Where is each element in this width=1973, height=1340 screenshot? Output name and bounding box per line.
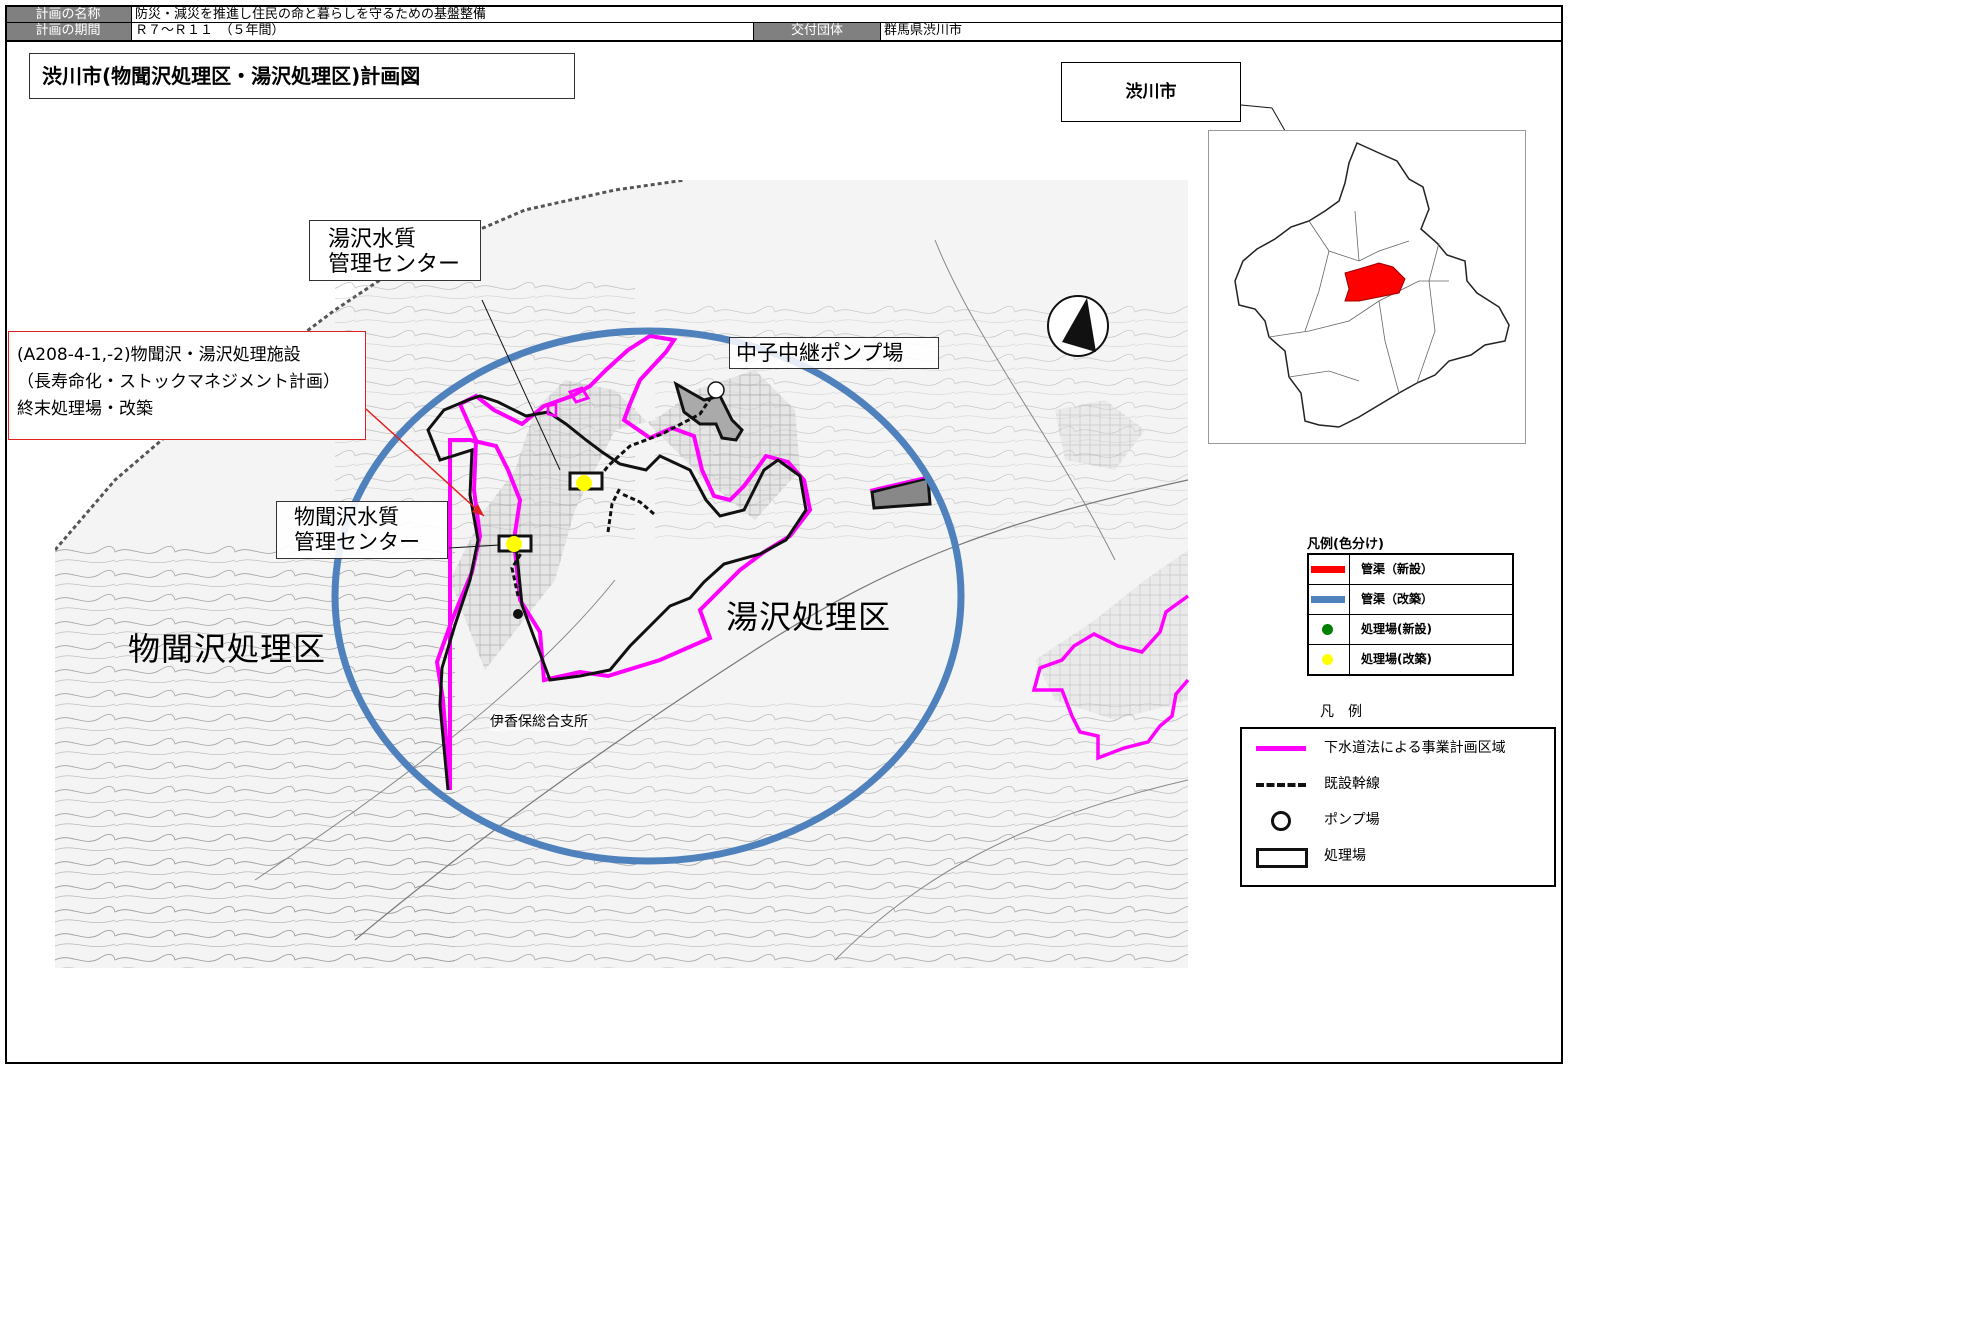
legend-row-treatment-plant: 処理場 <box>1242 841 1554 871</box>
legend-label-trunk-sewer: 既設幹線 <box>1324 776 1380 792</box>
legend-label-new-plant: 処理場(新設) <box>1361 622 1432 636</box>
legend-label-plan-area: 下水道法による事業計画区域 <box>1324 740 1506 756</box>
legend-label-new-pipe: 管渠（新設） <box>1361 562 1434 576</box>
monokikizawa-plant-renovation-dot <box>506 536 522 552</box>
shibukawa-highlight <box>1344 262 1406 302</box>
header-row-plan-period: 計画の期間 Ｒ７～Ｒ１１ （５年間） 交付団体 群馬県渋川市 <box>5 23 1563 42</box>
legend-row-trunk-sewer: 既設幹線 <box>1242 769 1554 799</box>
yuzawa-center-line1: 湯沢水質 <box>328 227 417 252</box>
legend-row-renovated-plant: 処理場(改築) <box>1309 645 1512 674</box>
new-pipe-swatch <box>1311 566 1345 573</box>
north-arrow-icon <box>1047 295 1109 357</box>
legend-label-renovated-pipe: 管渠（改築） <box>1361 592 1434 606</box>
facility-callout-line1: (A208-4-1,-2)物聞沢・湯沢処理施設 <box>17 345 301 365</box>
page-frame <box>5 5 1563 1064</box>
legend-label-pump-station: ポンプ場 <box>1324 812 1380 828</box>
pump-station-callout: 中子中継ポンプ場 <box>729 337 939 369</box>
inset-map-svg <box>1234 141 1510 428</box>
monokikizawa-area-label: 物聞沢処理区 <box>128 630 327 668</box>
grant-body-value: 群馬県渋川市 <box>884 23 963 38</box>
legend-row-new-plant: 処理場(新設) <box>1309 615 1512 645</box>
pump-station-marker <box>707 381 725 399</box>
yuzawa-center-line2: 管理センター <box>328 252 461 277</box>
trunk-sewer-dashed-swatch <box>1256 783 1306 787</box>
renovated-pipe-swatch <box>1311 596 1345 603</box>
renovated-plant-dot-icon <box>1322 654 1333 665</box>
monokikizawa-center-line1: 物聞沢水質 <box>294 505 399 529</box>
inset-location-map <box>1208 130 1526 444</box>
map-overlay-svg <box>331 104 1369 865</box>
legend-label-renovated-plant: 処理場(改築) <box>1361 652 1432 666</box>
plan-period-value: Ｒ７～Ｒ１１ （５年間） <box>135 23 285 38</box>
legend-row-plan-area: 下水道法による事業計画区域 <box>1242 733 1554 763</box>
sewer-area-outline <box>426 394 808 791</box>
symbol-legend: 下水道法による事業計画区域 既設幹線 ポンプ場 処理場 <box>1240 727 1556 887</box>
symbol-legend-title: 凡例 <box>1320 704 1376 720</box>
color-legend-table: 管渠（新設） 管渠（改築） 処理場(新設) 処理場(改築) <box>1307 553 1514 676</box>
plan-name-value: 防災・減災を推進し住民の命と暮らしを守るための基盤整備 <box>135 7 487 22</box>
legend-label-treatment-plant: 処理場 <box>1324 848 1366 864</box>
monokikizawa-center-line2: 管理センター <box>294 530 420 554</box>
yuzawa-plant-renovation-dot <box>576 475 592 491</box>
treatment-plant-rect-icon <box>1256 848 1308 868</box>
plan-page: 計画の名称 防災・減災を推進し住民の命と暮らしを守るための基盤整備 計画の期間 … <box>5 5 1563 1064</box>
color-legend-title: 凡例(色分け) <box>1307 537 1384 552</box>
plan-period-label: 計画の期間 <box>5 23 132 40</box>
topographic-map <box>55 180 1188 968</box>
color-legend: 凡例(色分け) 管渠（新設） 管渠（改築） 処理場(新設) 処理場(改築) <box>1307 537 1514 676</box>
map-base-svg <box>55 180 1188 968</box>
legend-row-pump-station: ポンプ場 <box>1242 805 1554 835</box>
facility-callout-line2: （長寿命化・ストックマネジメント計画） <box>17 372 340 392</box>
city-label: 渋川市 <box>1061 62 1241 122</box>
plan-area-line-swatch <box>1256 746 1306 751</box>
facility-callout-line3: 終末処理場・改築 <box>17 399 153 419</box>
yuzawa-area-label: 湯沢処理区 <box>726 598 892 636</box>
branch-office-marker <box>513 609 523 619</box>
monokikizawa-center-callout: 物聞沢水質 管理センター <box>276 501 448 559</box>
legend-row-new-pipe: 管渠（新設） <box>1309 555 1512 585</box>
ikaho-branch-label: 伊香保総合支所 <box>490 711 588 731</box>
facility-callout: (A208-4-1,-2)物聞沢・湯沢処理施設 （長寿命化・ストックマネジメント… <box>8 331 366 440</box>
pump-station-circle-icon <box>1271 811 1291 831</box>
map-title: 渋川市(物聞沢処理区・湯沢処理区)計画図 <box>29 53 575 99</box>
yuzawa-center-callout: 湯沢水質 管理センター <box>309 220 481 281</box>
legend-row-renovated-pipe: 管渠（改築） <box>1309 585 1512 615</box>
grant-body-label: 交付団体 <box>753 23 881 40</box>
new-plant-dot-icon <box>1322 624 1333 635</box>
plan-name-label: 計画の名称 <box>5 7 132 22</box>
project-area-circle <box>331 327 965 865</box>
